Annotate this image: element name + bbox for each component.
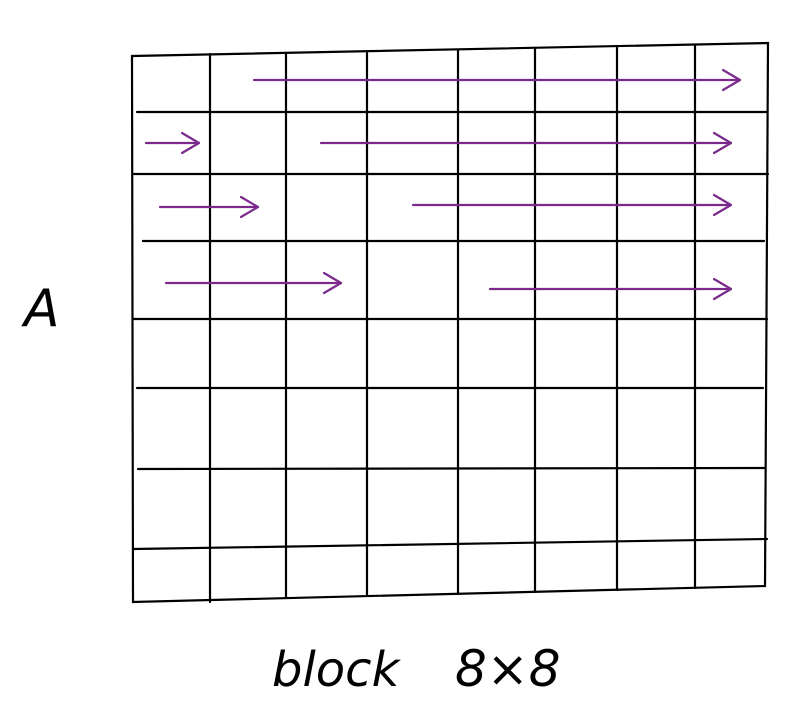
scan-arrows (144, 68, 742, 301)
arrow-row-1-right (252, 68, 742, 92)
matrix-label: A (21, 279, 60, 339)
arrow-row-3-right (411, 193, 733, 217)
arrow-row-4-left (164, 271, 343, 295)
arrow-row-2-left (144, 131, 201, 155)
caption-block-word: block (272, 642, 402, 698)
grid-hline (131, 537, 769, 551)
arrow-row-4-right (488, 277, 733, 301)
matrix-grid (130, 41, 770, 604)
grid-hline (136, 466, 767, 471)
caption-block-size: 8×8 (455, 640, 561, 698)
arrow-row-3-left (158, 195, 260, 219)
arrow-row-2-right (319, 131, 733, 155)
grid-frame (130, 41, 770, 604)
